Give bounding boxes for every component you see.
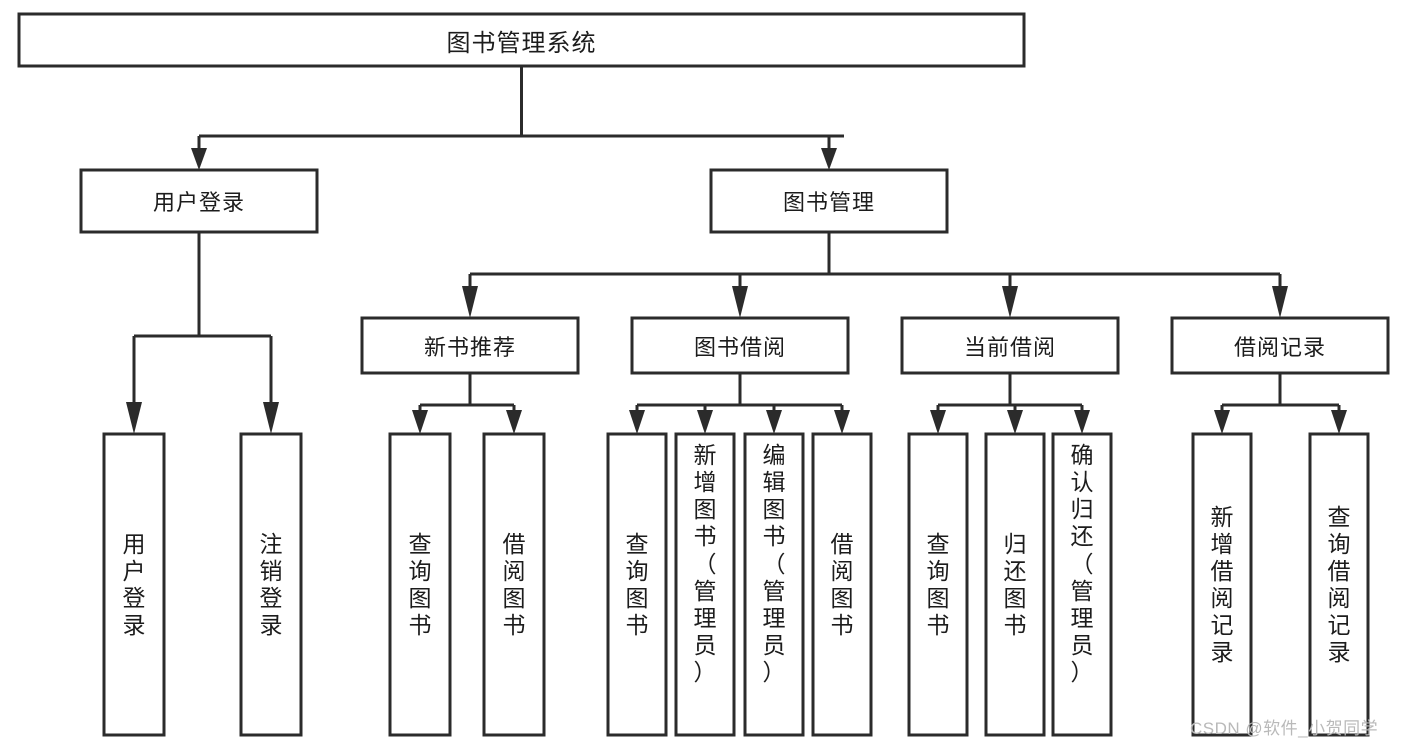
arrow-head-leaf-add-book-admin xyxy=(697,410,713,434)
arrow-head-book-manage xyxy=(821,148,837,170)
node-box-user-login[interactable] xyxy=(79,168,319,234)
node-box-leaf-confirm-return-admin[interactable] xyxy=(1051,432,1113,737)
edge-group-book-borrow xyxy=(629,373,850,434)
arrow-head-leaf-rec-borrow-book xyxy=(506,410,522,434)
node-box-leaf-add-record[interactable] xyxy=(1191,432,1253,737)
arrow-head-leaf-logout xyxy=(263,402,279,434)
edge-group-current-borrow xyxy=(930,373,1090,434)
node-box-new-book-rec[interactable] xyxy=(360,316,580,375)
arrow-head-leaf-edit-book-admin xyxy=(766,410,782,434)
arrow-head-new-book-rec xyxy=(462,286,478,318)
arrow-head-leaf-query-record xyxy=(1331,410,1347,434)
node-box-borrow-records[interactable] xyxy=(1170,316,1390,375)
node-box-leaf-query-record[interactable] xyxy=(1308,432,1370,737)
edge-group-user-login xyxy=(126,232,279,434)
node-box-book-borrow[interactable] xyxy=(630,316,850,375)
arrow-head-leaf-borrow-book xyxy=(834,410,850,434)
arrow-head-current-borrow xyxy=(1002,286,1018,318)
node-box-leaf-user-login[interactable] xyxy=(102,432,166,737)
node-box-leaf-logout[interactable] xyxy=(239,432,303,737)
arrow-head-leaf-cur-query-book xyxy=(930,410,946,434)
arrow-head-leaf-return-book xyxy=(1007,410,1023,434)
arrow-head-leaf-add-record xyxy=(1214,410,1230,434)
arrow-head-leaf-user-login xyxy=(126,402,142,434)
arrow-head-leaf-confirm-return-admin xyxy=(1074,410,1090,434)
node-box-leaf-rec-query-book[interactable] xyxy=(388,432,452,737)
arrow-head-leaf-rec-query-book xyxy=(412,410,428,434)
arrow-head-book-borrow xyxy=(732,286,748,318)
edge-group-book-manage xyxy=(462,232,1288,318)
node-box-root[interactable] xyxy=(17,12,1026,68)
csdn-watermark: CSDN @软件_小贺同学 xyxy=(1190,719,1379,738)
node-box-leaf-borrow-book[interactable] xyxy=(811,432,873,737)
node-box-leaf-rec-borrow-book[interactable] xyxy=(482,432,546,737)
node-box-leaf-cur-query-book[interactable] xyxy=(907,432,969,737)
edge-group-new-book-rec xyxy=(412,373,522,434)
edge-group-borrow-records xyxy=(1214,373,1347,434)
node-box-current-borrow[interactable] xyxy=(900,316,1120,375)
node-box-leaf-borrow-query-book[interactable] xyxy=(606,432,668,737)
node-box-leaf-return-book[interactable] xyxy=(984,432,1046,737)
node-box-leaf-edit-book-admin[interactable] xyxy=(743,432,805,737)
arrow-head-borrow-records xyxy=(1272,286,1288,318)
arrow-head-leaf-borrow-query-book xyxy=(629,410,645,434)
node-box-book-manage[interactable] xyxy=(709,168,949,234)
edge-group-root xyxy=(191,66,844,170)
arrow-head-user-login xyxy=(191,148,207,170)
node-box-leaf-add-book-admin[interactable] xyxy=(674,432,736,737)
